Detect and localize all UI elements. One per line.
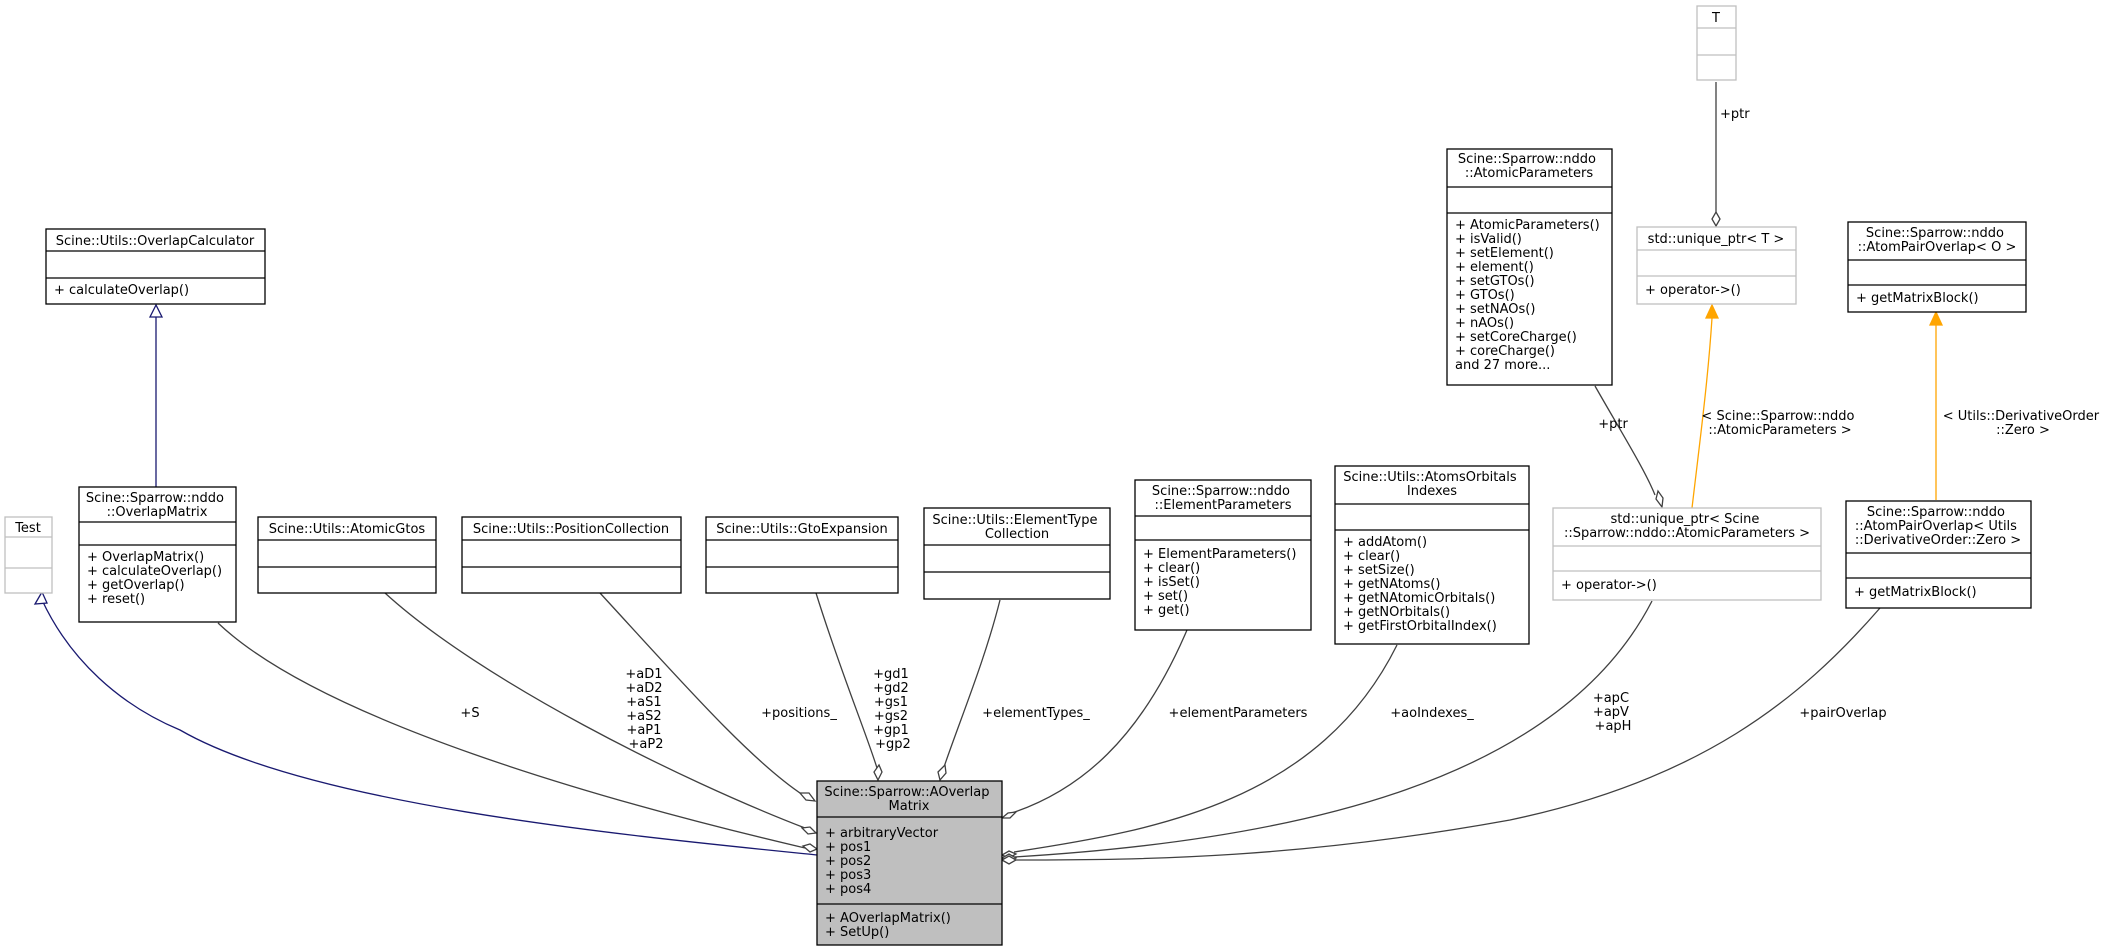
methods-overlapmatrix: + OverlapMatrix() + calculateOverlap() +… xyxy=(87,550,226,607)
methods-uniqueT: + operator->() xyxy=(1645,283,1741,298)
methods-overlapcalc: + calculateOverlap() xyxy=(54,283,189,298)
class-node-main[interactable]: Scine::Sparrow::AOverlap Matrix + arbitr… xyxy=(816,780,1003,946)
class-name-elemparams: Scine::Sparrow::nddo ::ElementParameters xyxy=(1152,484,1294,513)
diamond-ptr1 xyxy=(1711,210,1721,228)
edge-label-tmplAP: < Scine::Sparrow::nddo ::AtomicParameter… xyxy=(1701,409,1858,438)
class-node-elemtype[interactable]: Scine::Utils::ElementType Collection xyxy=(923,507,1111,600)
edge-label-positions: +positions_ xyxy=(761,706,837,721)
edge-gto xyxy=(815,592,878,769)
class-node-poscoll[interactable]: Scine::Utils::PositionCollection xyxy=(461,516,682,594)
class-node-apoTemplate[interactable]: Scine::Sparrow::nddo ::AtomPairOverlap< … xyxy=(1847,221,2027,313)
diamond-ptr2 xyxy=(1655,489,1664,509)
class-name-uniqueAP: std::unique_ptr< Scine ::Sparrow::nddo::… xyxy=(1564,512,1810,541)
diamond-S xyxy=(801,843,819,853)
edge-template-uniqueptr xyxy=(1691,317,1713,509)
diamond-gto xyxy=(873,763,883,782)
methods-elemparams: + ElementParameters() + clear() + isSet(… xyxy=(1143,547,1301,618)
edge-label-aoIndexes: +aoIndexes_ xyxy=(1390,706,1474,721)
class-node-aoindexes[interactable]: Scine::Utils::AtomsOrbitals Indexes + ad… xyxy=(1334,465,1530,645)
class-node-apoZero[interactable]: Scine::Sparrow::nddo ::AtomPairOverlap< … xyxy=(1845,500,2032,609)
class-name-aoindexes: Scine::Utils::AtomsOrbitals Indexes xyxy=(1343,470,1521,499)
class-name-elemtype: Scine::Utils::ElementType Collection xyxy=(932,513,1101,542)
edge-label-elementParameters: +elementParameters xyxy=(1169,706,1308,721)
methods-apoZero: + getMatrixBlock() xyxy=(1854,585,1977,600)
diamond-elementTypes xyxy=(937,763,947,782)
edge-elementParameters xyxy=(1011,629,1188,814)
methods-atomicparams: + AtomicParameters() + isValid() + setEl… xyxy=(1455,218,1604,373)
edge-pairOverlap xyxy=(1013,607,1881,861)
class-name-test: Test xyxy=(14,521,41,536)
edge-positions xyxy=(599,592,804,796)
edge-label-ptr2: +ptr xyxy=(1598,417,1628,432)
class-name-main: Scine::Sparrow::AOverlap Matrix xyxy=(824,785,993,814)
arrow-template-uniqueptr xyxy=(1704,303,1720,319)
diamond-gtos xyxy=(800,826,818,835)
edge-label-gtos: +aD1 +aD2 +aS1 +aS2 +aP1 +aP2 xyxy=(625,667,666,752)
class-name-uniqueT: std::unique_ptr< T > xyxy=(1648,232,1785,247)
edge-label-tmplZero: < Utils::DerivativeOrder ::Zero > xyxy=(1943,409,2104,438)
class-node-atomicparams[interactable]: Scine::Sparrow::nddo ::AtomicParameters … xyxy=(1446,148,1613,386)
edge-gtos xyxy=(384,592,806,829)
class-node-overlapmatrix[interactable]: Scine::Sparrow::nddo ::OverlapMatrix + O… xyxy=(78,486,237,623)
class-name-atomicparams: Scine::Sparrow::nddo ::AtomicParameters xyxy=(1458,152,1600,181)
diamond-positions xyxy=(798,792,817,802)
class-node-overlapcalc[interactable]: Scine::Utils::OverlapCalculator + calcul… xyxy=(45,228,266,305)
class-node-atomicgtos[interactable]: Scine::Utils::AtomicGtos xyxy=(257,516,437,594)
class-node-test[interactable]: Test xyxy=(4,516,53,594)
edge-aoIndexes xyxy=(1013,644,1398,853)
class-name-overlapcalc: Scine::Utils::OverlapCalculator xyxy=(56,234,255,249)
class-name-apoZero: Scine::Sparrow::nddo ::AtomPairOverlap< … xyxy=(1855,505,2021,548)
methods-apoTemplate: + getMatrixBlock() xyxy=(1856,291,1979,306)
class-name-gtoexp: Scine::Utils::GtoExpansion xyxy=(716,522,887,537)
class-node-T[interactable]: T xyxy=(1696,5,1737,81)
class-name-apoTemplate: Scine::Sparrow::nddo ::AtomPairOverlap< … xyxy=(1858,226,2017,255)
diamond-pairOverlap xyxy=(1000,855,1018,865)
class-name-poscoll: Scine::Utils::PositionCollection xyxy=(473,522,669,537)
class-node-uniqueT[interactable]: std::unique_ptr< T > + operator->() xyxy=(1636,226,1797,305)
class-name-overlapmatrix: Scine::Sparrow::nddo ::OverlapMatrix xyxy=(86,491,228,520)
methods-main: + AOverlapMatrix() + SetUp() xyxy=(825,911,955,940)
diamond-elementParameters xyxy=(1000,811,1018,819)
arrow-inherit-overlapcalc xyxy=(148,303,164,318)
class-name-atomicgtos: Scine::Utils::AtomicGtos xyxy=(269,522,426,537)
edge-ptr2 xyxy=(1594,385,1656,496)
edge-inherit-test xyxy=(41,599,818,856)
edge-elementTypes xyxy=(943,599,1001,768)
class-node-uniqueAP[interactable]: std::unique_ptr< Scine ::Sparrow::nddo::… xyxy=(1552,507,1822,601)
edge-label-elementTypes: +elementTypes_ xyxy=(982,706,1090,721)
edge-ap xyxy=(1013,600,1653,858)
edge-S xyxy=(217,622,806,849)
class-node-elemparams[interactable]: Scine::Sparrow::nddo ::ElementParameters… xyxy=(1134,479,1312,631)
edge-label-ap: +apC +apV +apH xyxy=(1593,691,1633,734)
class-node-gtoexp[interactable]: Scine::Utils::GtoExpansion xyxy=(705,516,899,594)
edge-label-S: +S xyxy=(460,706,479,721)
methods-aoindexes: + addAtom() + clear() + setSize() + getN… xyxy=(1343,535,1499,634)
edge-label-pairOverlap: +pairOverlap xyxy=(1799,706,1886,721)
methods-uniqueAP: + operator->() xyxy=(1561,578,1657,593)
arrow-template-apo xyxy=(1928,310,1944,326)
edge-label-gto: +gd1 +gd2 +gs1 +gs2 +gp1 +gp2 xyxy=(873,667,913,752)
edge-label-ptr1: +ptr xyxy=(1720,107,1750,122)
attributes-main: + arbitraryVector + pos1 + pos2 + pos3 +… xyxy=(825,826,942,897)
arrow-inherit-test xyxy=(33,590,48,605)
class-name-T: T xyxy=(1711,11,1720,26)
